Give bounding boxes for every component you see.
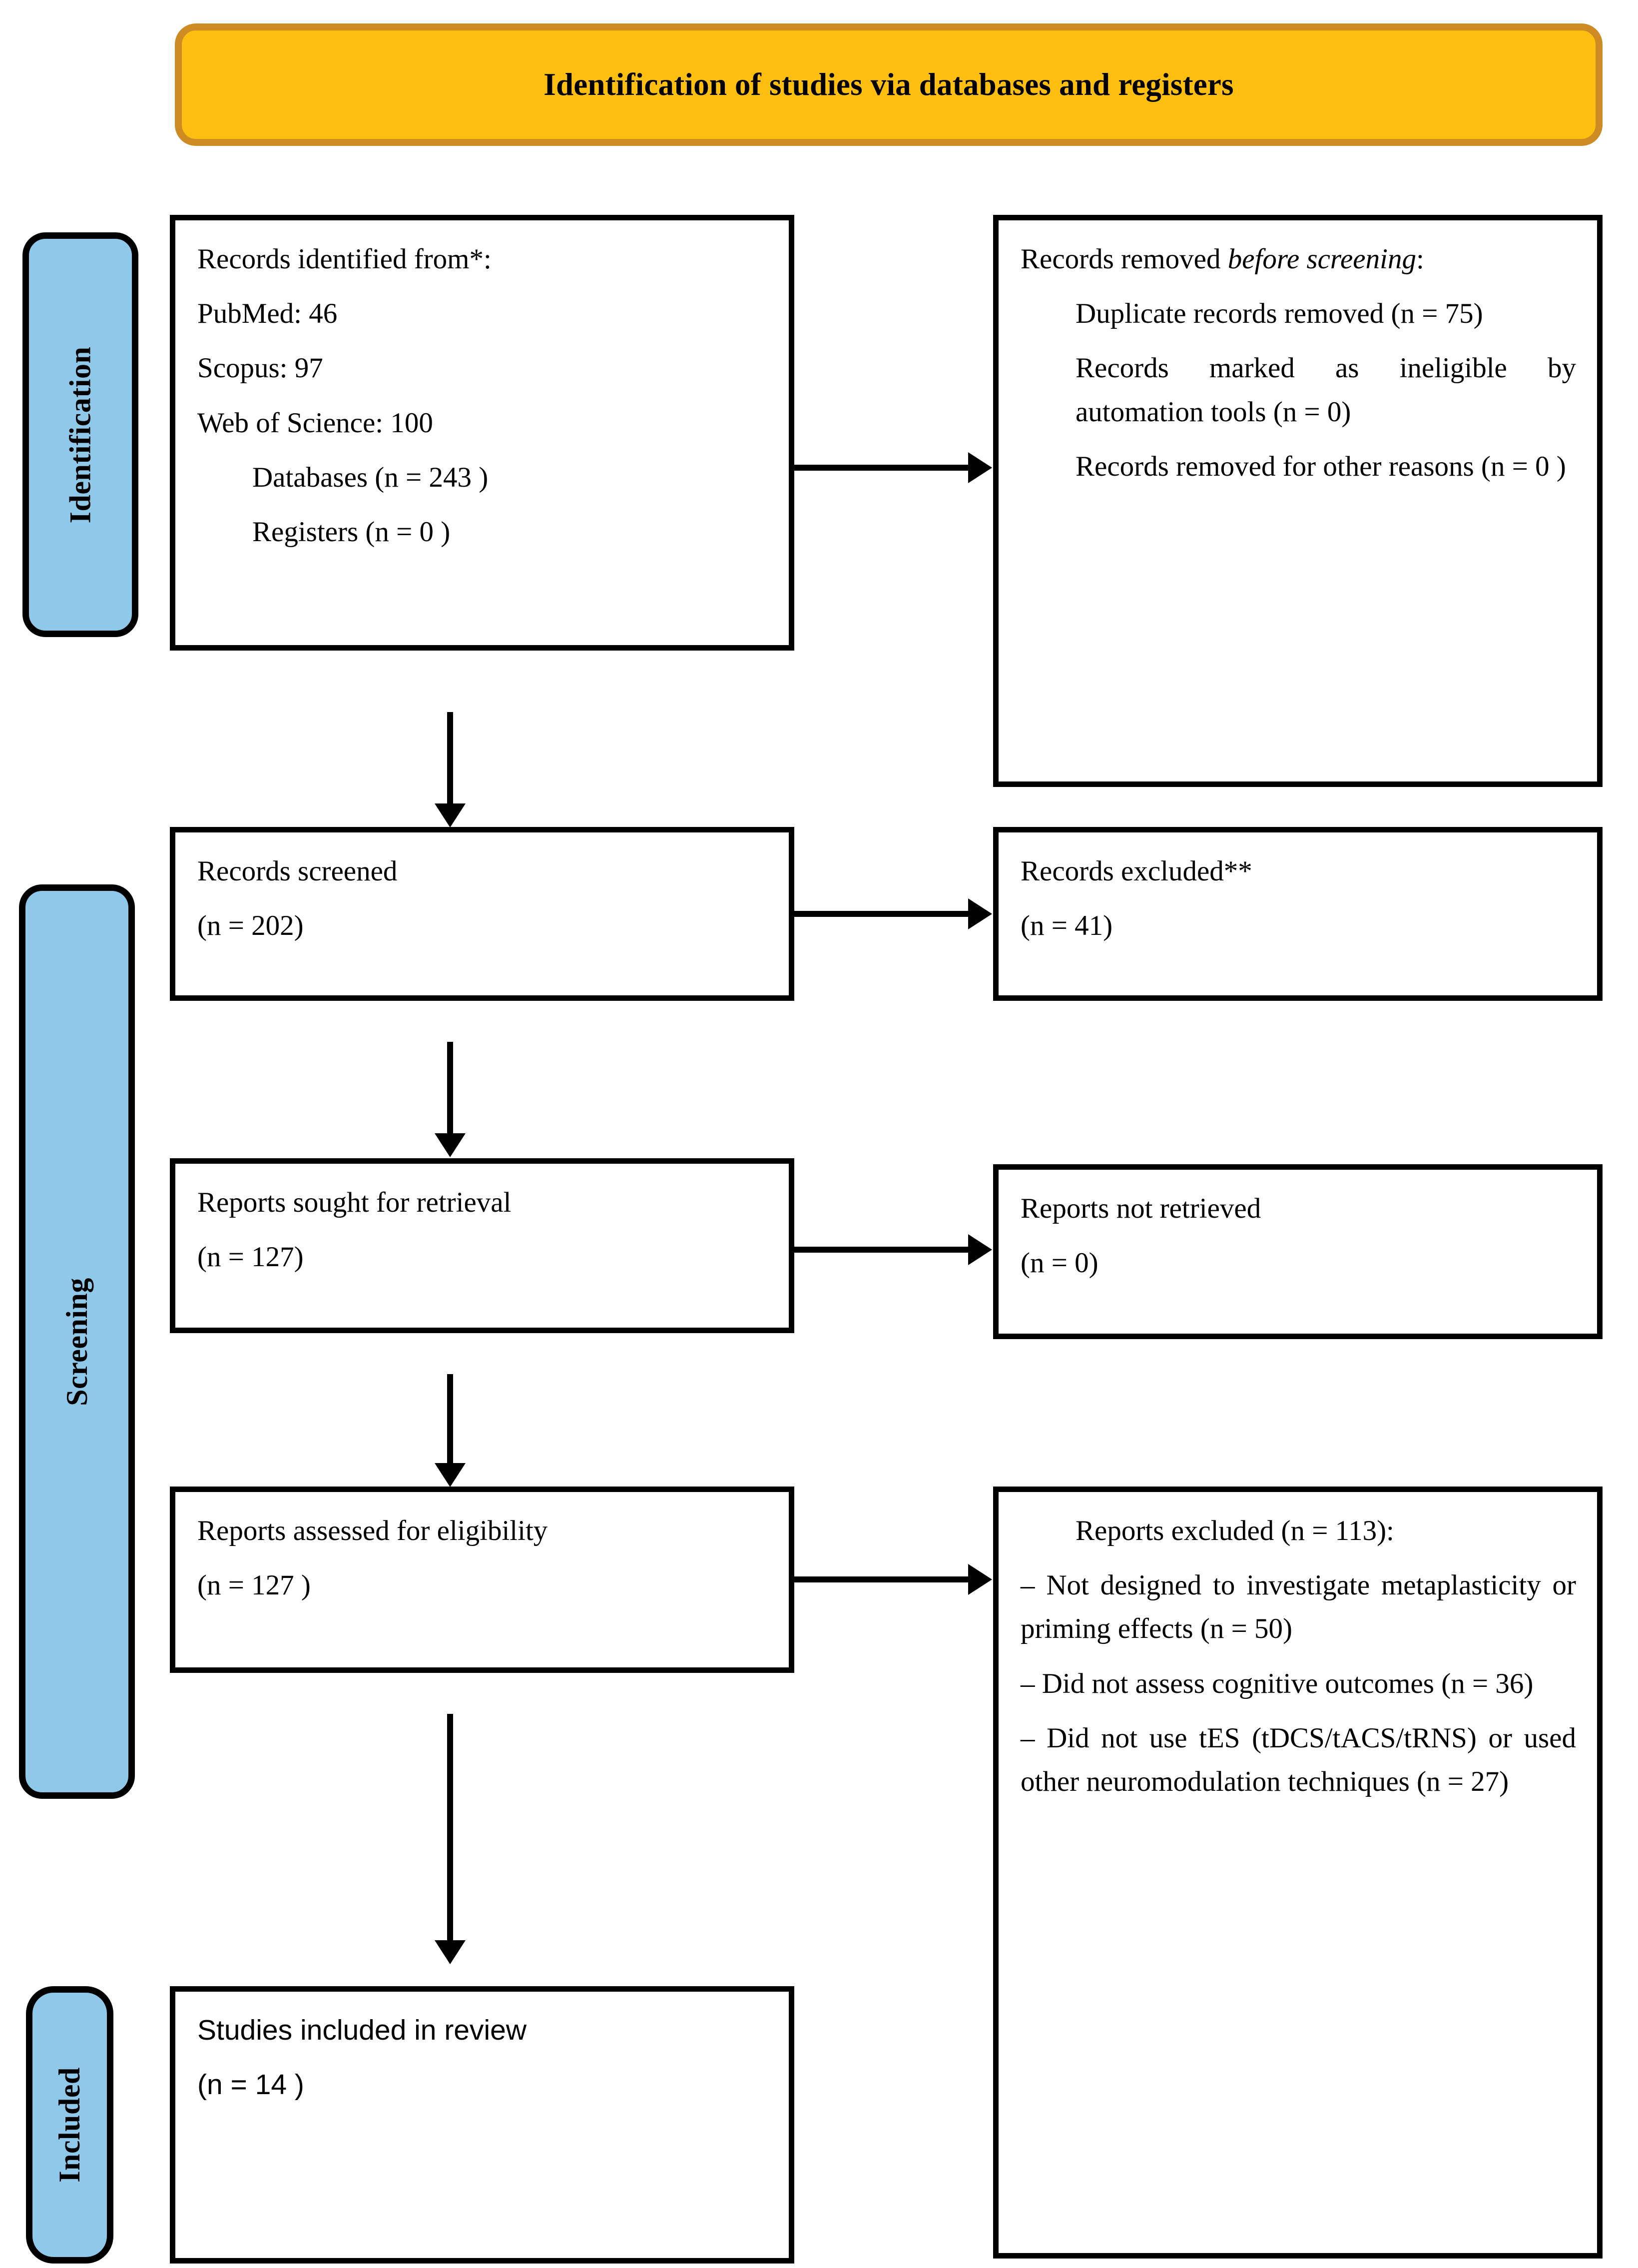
reports-excluded-reason-3: – Did not use tES (tDCS/tACS/tRNS) or us…	[1021, 1722, 1576, 1798]
records-identified-heading: Records identified from*:	[197, 243, 492, 275]
records-removed-heading-italic: before screening	[1227, 243, 1416, 275]
page-title: Identification of studies via databases …	[544, 67, 1234, 102]
reports-assessed-label: Reports assessed for eligibility	[197, 1515, 548, 1546]
stage-label-screening: Screening	[19, 884, 135, 1799]
box-records-identified: Records identified from*: PubMed: 46 Sco…	[170, 215, 794, 651]
records-excluded-label: Records excluded**	[1021, 855, 1252, 887]
records-excluded-count: (n = 41)	[1021, 910, 1113, 942]
box-records-screened: Records screened (n = 202)	[170, 827, 794, 1001]
studies-included-label: Studies included in review	[197, 2014, 527, 2046]
records-screened-count: (n = 202)	[197, 910, 304, 942]
arrow-screened-to-sought	[447, 1042, 453, 1134]
arrow-sought-to-assessed	[447, 1374, 453, 1464]
box-reports-not-retrieved: Reports not retrieved (n = 0)	[993, 1164, 1603, 1339]
records-identified-wos: Web of Science: 100	[197, 407, 433, 439]
reports-excluded-reason-1: – Not designed to investigate metaplasti…	[1021, 1569, 1576, 1645]
records-screened-label: Records screened	[197, 855, 398, 887]
reports-assessed-count: (n = 127 )	[197, 1569, 311, 1601]
stage-label-identification-text: Identification	[63, 346, 97, 523]
records-identified-registers: Registers (n = 0 )	[252, 516, 451, 548]
reports-sought-label: Reports sought for retrieval	[197, 1187, 512, 1218]
arrow-assessed-to-included	[447, 1714, 453, 1941]
arrow-sought-to-not-retrieved	[793, 1247, 969, 1253]
stage-label-identification: Identification	[22, 232, 138, 637]
records-removed-heading: Records removed before screening:	[1021, 237, 1576, 281]
records-identified-scopus: Scopus: 97	[197, 352, 323, 384]
records-removed-automation: Records marked as ineligible by automati…	[1076, 352, 1576, 428]
records-removed-duplicates: Duplicate records removed (n = 75)	[1076, 298, 1483, 330]
records-removed-other: Records removed for other reasons (n = 0…	[1076, 450, 1566, 482]
reports-excluded-reason-2: – Did not assess cognitive outcomes (n =…	[1021, 1667, 1534, 1699]
records-removed-heading-post: :	[1416, 243, 1424, 275]
reports-not-retrieved-count: (n = 0)	[1021, 1247, 1098, 1279]
stage-label-included-text: Included	[53, 2067, 86, 2183]
box-reports-sought: Reports sought for retrieval (n = 127)	[170, 1158, 794, 1333]
records-removed-heading-pre: Records removed	[1021, 243, 1228, 275]
records-identified-databases: Databases (n = 243 )	[252, 461, 489, 493]
arrow-screened-to-excluded	[793, 911, 969, 917]
box-studies-included: Studies included in review (n = 14 )	[170, 1986, 794, 2264]
box-reports-assessed: Reports assessed for eligibility (n = 12…	[170, 1487, 794, 1673]
reports-sought-count: (n = 127)	[197, 1241, 304, 1273]
box-records-removed-before-screening: Records removed before screening: Duplic…	[993, 215, 1603, 787]
stage-label-screening-text: Screening	[60, 1277, 93, 1406]
reports-excluded-heading: Reports excluded (n = 113):	[1076, 1515, 1394, 1546]
arrow-identified-to-removed	[793, 465, 969, 471]
diagram-header-banner: Identification of studies via databases …	[175, 23, 1603, 146]
arrow-assessed-to-excluded	[793, 1576, 969, 1582]
box-records-excluded: Records excluded** (n = 41)	[993, 827, 1603, 1001]
stage-label-included: Included	[26, 1986, 113, 2264]
arrow-identified-to-screened	[447, 712, 453, 804]
box-reports-excluded: Reports excluded (n = 113): – Not design…	[993, 1487, 1603, 2259]
records-identified-pubmed: PubMed: 46	[197, 298, 338, 330]
studies-included-count: (n = 14 )	[197, 2069, 304, 2101]
reports-not-retrieved-label: Reports not retrieved	[1021, 1193, 1261, 1224]
